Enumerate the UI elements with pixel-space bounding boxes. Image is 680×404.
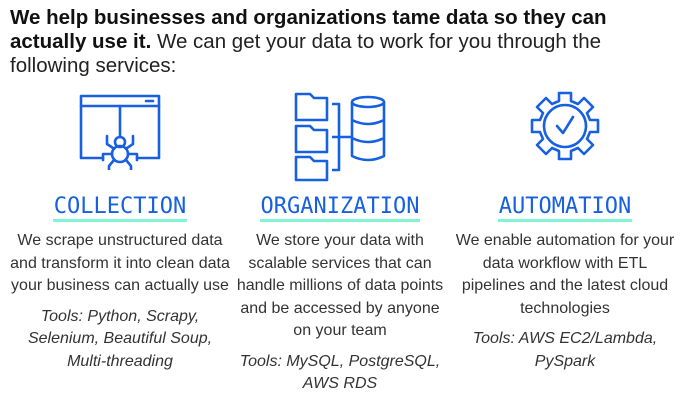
- service-description: We enable automation for your data workf…: [455, 232, 675, 317]
- service-automation: AUTOMATION We enable automation for your…: [455, 90, 675, 373]
- service-title: ORGANIZATION: [259, 194, 421, 222]
- gear-check-icon: [455, 90, 675, 182]
- intro-bold: We help businesses and organizations tam…: [10, 6, 607, 53]
- service-description: We scrape unstructured data and transfor…: [10, 232, 230, 294]
- service-collection: COLLECTION We scrape unstructured data a…: [10, 90, 230, 373]
- service-tools: Tools: MySQL, PostgreSQL, AWS RDS: [239, 352, 441, 393]
- service-description: We store your data with scalable service…: [236, 232, 444, 339]
- folders-database-icon: [230, 90, 450, 182]
- service-tools: Tools: Python, Scrapy, Selenium, Beautif…: [27, 307, 213, 370]
- service-title: AUTOMATION: [497, 194, 633, 222]
- browser-spider-icon: [10, 90, 230, 182]
- service-title: COLLECTION: [52, 194, 188, 222]
- intro-text: We help businesses and organizations tam…: [10, 6, 675, 78]
- service-tools: Tools: AWS EC2/Lambda, PySpark: [472, 330, 658, 370]
- service-organization: ORGANIZATION We store your data with sca…: [230, 90, 450, 396]
- intro-rest: We can get your data to work for you thr…: [10, 30, 602, 77]
